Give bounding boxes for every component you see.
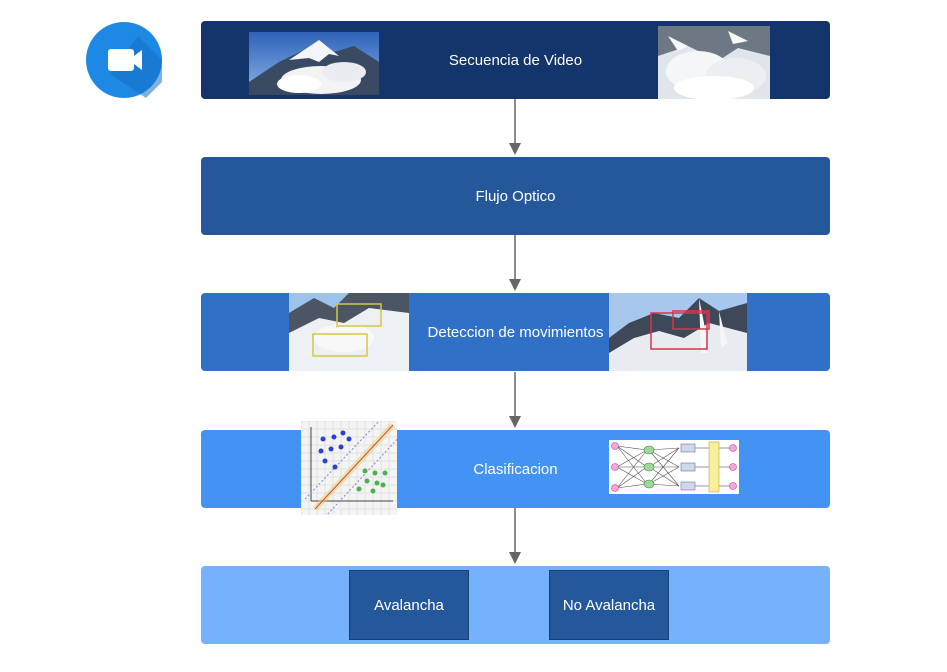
outcome-avalanche: Avalancha (349, 570, 469, 640)
mountain-thumbnail (249, 32, 379, 95)
stage-outcomes: Avalancha No Avalancha (201, 566, 830, 644)
stage-label: Deteccion de movimientos (427, 323, 604, 341)
arrow-down-icon (505, 372, 525, 435)
avalanche-thumbnail (658, 26, 770, 99)
stage-label: Flujo Optico (475, 187, 556, 205)
stage-classification: Clasificacion (201, 421, 830, 515)
arrow-down-icon (505, 99, 525, 162)
stage-video-sequence: Secuencia de Video (201, 21, 830, 99)
stage-label: Clasificacion (473, 460, 558, 478)
arrow-down-icon (505, 508, 525, 571)
stage-optical-flow: Flujo Optico (201, 157, 830, 235)
video-camera-icon (86, 22, 162, 98)
arrow-down-icon (505, 235, 525, 298)
stage-label: Secuencia de Video (448, 51, 583, 69)
svm-diagram-thumbnail (301, 421, 397, 515)
outcome-no-avalanche: No Avalancha (549, 570, 669, 640)
stage-motion-detection: Deteccion de movimientos (201, 293, 830, 371)
motion-detection-thumbnail-left (289, 293, 409, 371)
neural-network-thumbnail (609, 440, 739, 494)
motion-detection-thumbnail-right (609, 293, 747, 371)
